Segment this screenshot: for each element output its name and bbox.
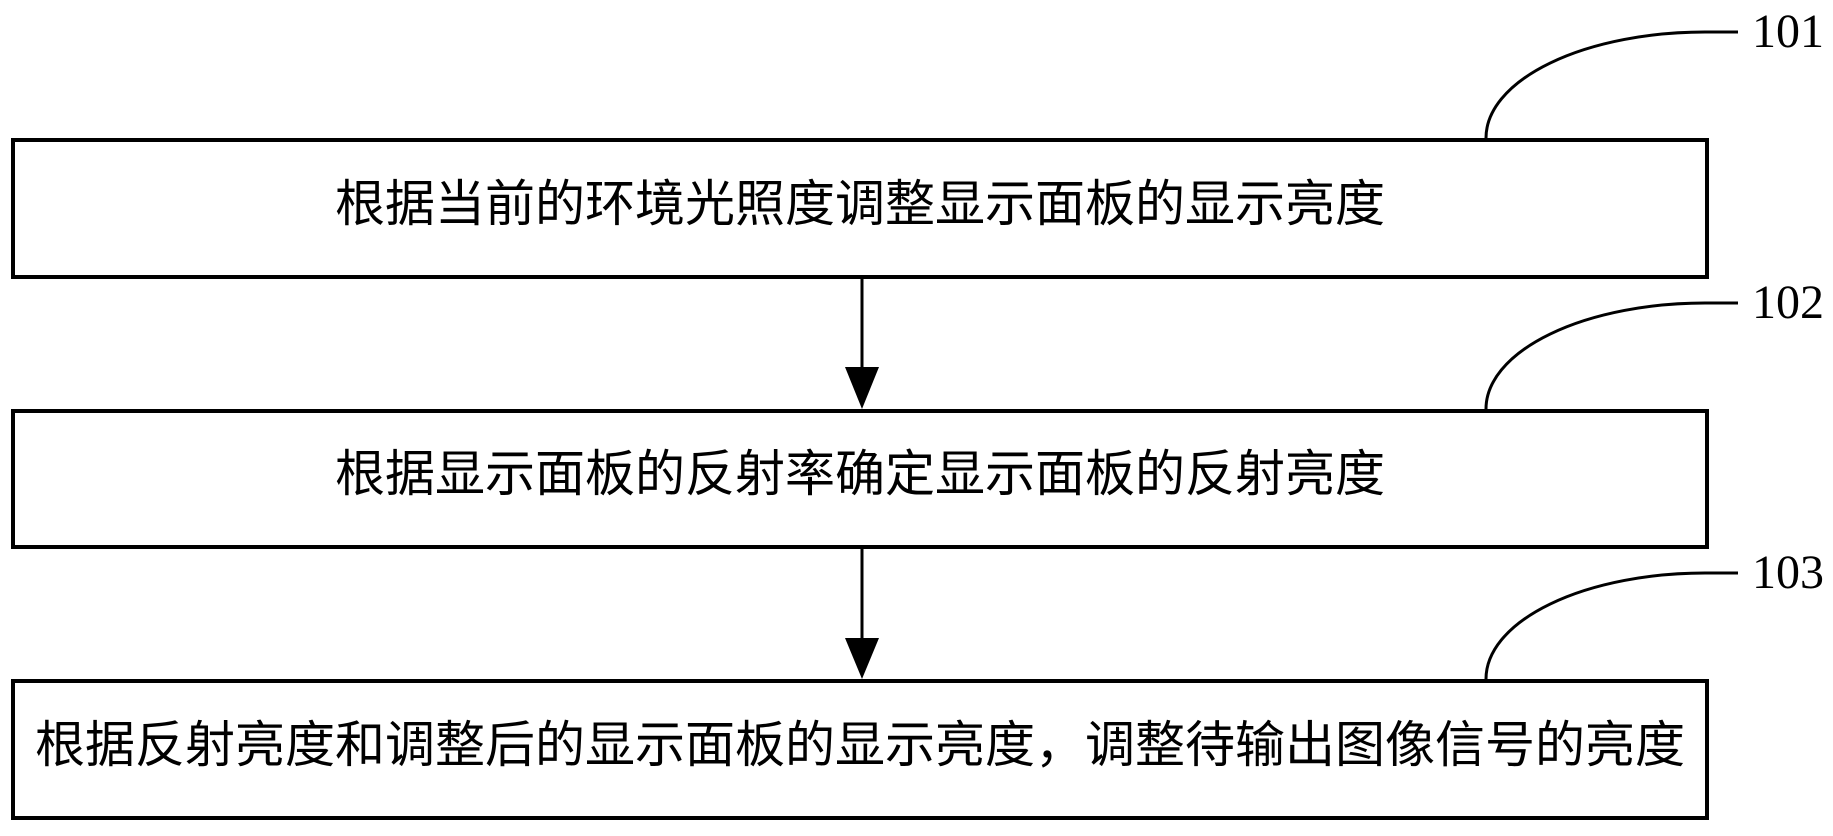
ref-number-103: 103 bbox=[1752, 546, 1824, 599]
step-box-3: 根据反射亮度和调整后的显示面板的显示亮度，调整待输出图像信号的亮度 bbox=[11, 679, 1709, 820]
step-text-3: 根据反射亮度和调整后的显示面板的显示亮度，调整待输出图像信号的亮度 bbox=[35, 716, 1685, 773]
step-text-2: 根据显示面板的反射率确定显示面板的反射亮度 bbox=[335, 446, 1385, 502]
down-arrow-icon bbox=[845, 367, 879, 409]
leader-line-103 bbox=[1484, 571, 1738, 680]
leader-line-101 bbox=[1484, 30, 1738, 139]
step-box-1: 根据当前的环境光照度调整显示面板的显示亮度 bbox=[11, 138, 1709, 279]
step-box-2: 根据显示面板的反射率确定显示面板的反射亮度 bbox=[11, 409, 1709, 549]
down-arrow-icon bbox=[845, 638, 879, 679]
leader-line-102 bbox=[1484, 301, 1738, 410]
step-text-1: 根据当前的环境光照度调整显示面板的显示亮度 bbox=[335, 175, 1385, 232]
ref-number-101: 101 bbox=[1752, 5, 1824, 58]
ref-number-102: 102 bbox=[1752, 276, 1824, 329]
